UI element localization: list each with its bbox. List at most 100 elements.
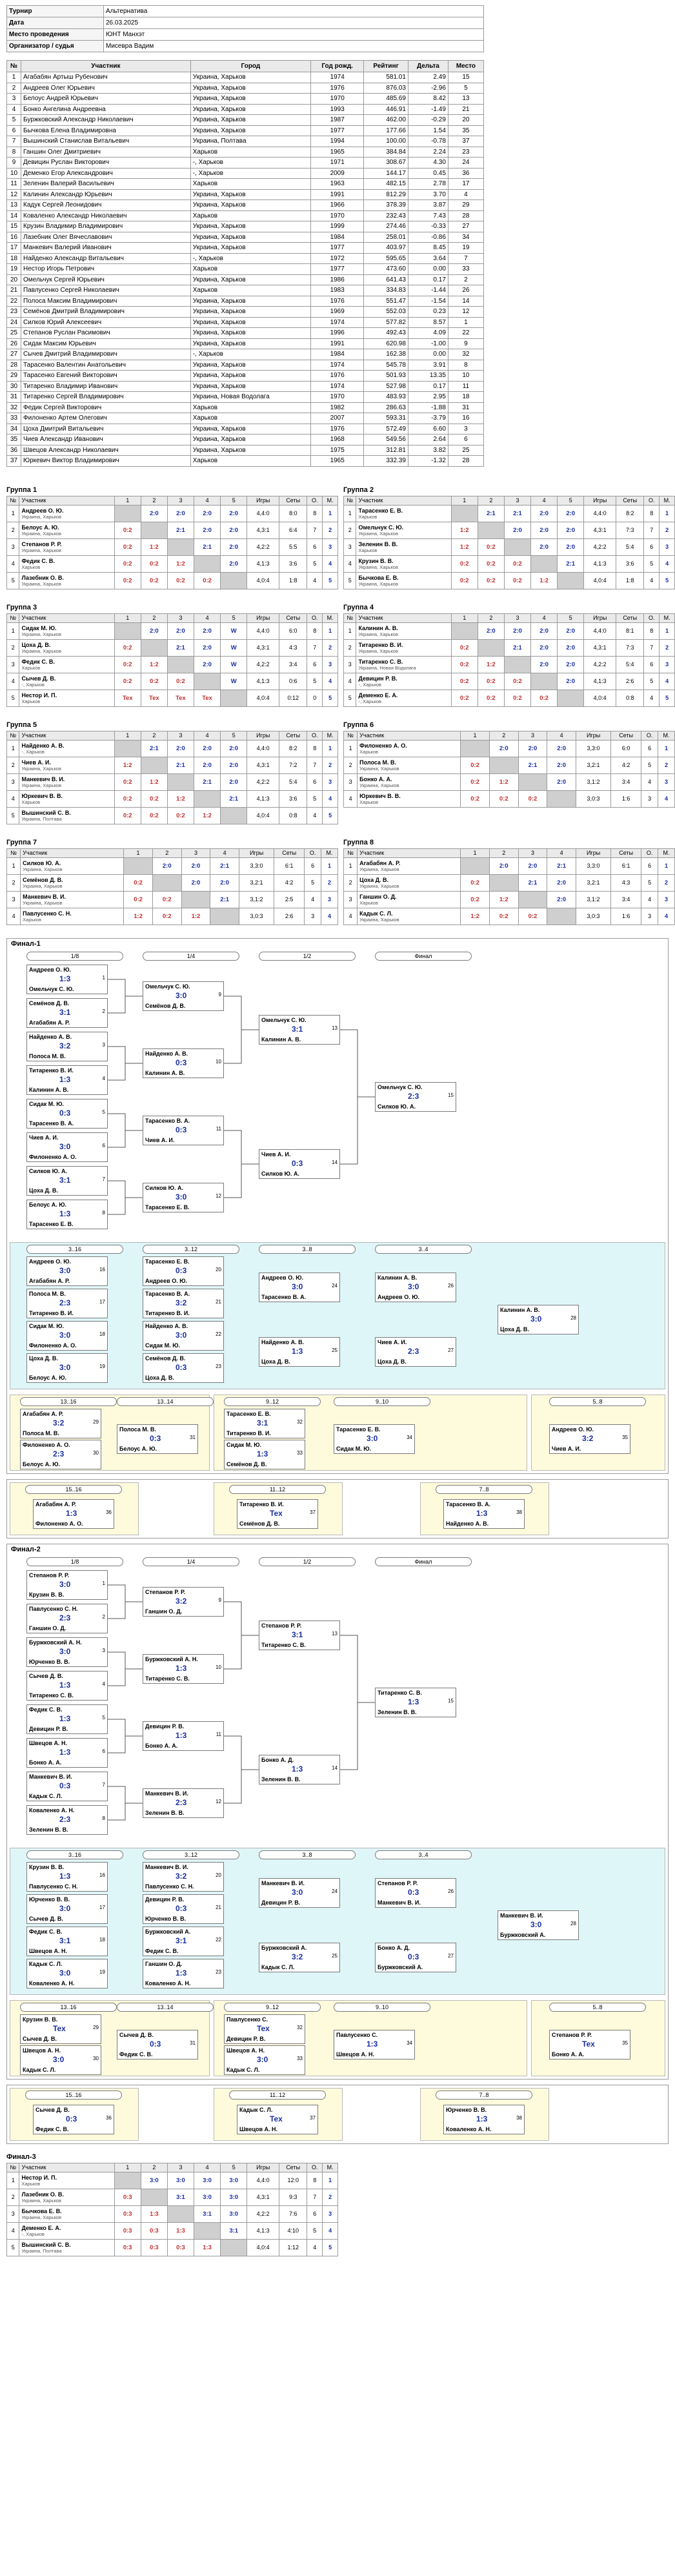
table-cell: -2.96 [407,82,448,94]
match-score: 3:2 [53,1418,65,1427]
table-cell: -1.54 [407,295,448,307]
player-1: Агабабян А. Р. [35,1500,77,1508]
match-result: 2:0 [477,622,505,640]
match-result: 3:0 [220,2188,248,2206]
participant-name: Силков Ю. А. [23,859,61,866]
match-number: 4 [102,1075,105,1081]
match-result: 0:2 [503,571,532,589]
participant-name: Бычкова Е. В. [21,2207,62,2214]
match-result [518,773,548,791]
table-cell: 1 [447,316,485,328]
sets: 6:0 [610,739,642,757]
column-header: Игры [247,2162,280,2172]
match-result: 2:0 [194,655,221,673]
participant-name: Цоха Д. В. [21,641,51,648]
group-title: Группа 7 [6,838,37,846]
table-cell: 3.64 [407,252,448,264]
games: 4,3:1 [583,639,617,657]
participant-name: Титаренко С. В. [358,658,403,665]
match-number: 35 [622,2039,628,2046]
table-cell: Полоса Максим Владимирович [21,295,191,307]
match-result: 1:3 [140,2205,168,2223]
row-number: 3 [343,538,357,556]
participant-city: Украина, Новая Водолага [358,664,416,671]
round-header: 11..12 [229,2090,326,2100]
table-cell: 24 [6,316,21,328]
match-number: 8 [102,1209,105,1216]
match-result: W [220,672,248,690]
table-cell: 22 [447,327,485,339]
match-number: 18 [99,1936,105,1943]
table-cell: 2.24 [407,146,448,158]
column-header: 5 [220,495,248,506]
match-number: 9 [218,1597,221,1603]
column-header: Сеты [279,613,308,623]
place: 3 [322,2205,338,2223]
table-cell: 1.54 [407,125,448,136]
table-cell: 11 [6,178,21,190]
place: 4 [659,672,675,690]
match-result [220,806,248,824]
sets: 7:6 [279,2205,308,2223]
match-number: 17 [99,1904,105,1910]
column-header: 3 [518,730,548,741]
player-2: Бонко А. А. [145,1742,178,1749]
sets: 8:2 [616,504,645,522]
participant-cell: Зеленин В. В.Харьков [356,538,452,556]
table-cell: 577.82 [363,316,408,328]
player-1: Девицин Р. В. [145,1722,185,1730]
table-cell: Омельчук Сергей Юрьевич [21,274,191,285]
place: 2 [658,756,675,774]
table-cell: 1986 [310,274,365,285]
column-header: М. [658,848,675,858]
participant-city: Украина, Харьков [23,883,63,889]
player-2: Крузин В. В. [29,1591,65,1598]
column-header: 2 [489,848,519,858]
match-score: Tex [257,2023,270,2033]
match-result: 0:2 [114,806,141,824]
match-score: 0:3 [59,1781,71,1790]
participant-name: Полоса М. В. [359,759,397,766]
player-2: Сычев Д. В. [23,2035,57,2042]
participant-name: Кадык С. Л. [359,910,393,917]
row-number: 5 [6,806,20,824]
match-result [140,639,168,657]
match-result: 2:0 [557,655,585,673]
match-score: 3:1 [59,1936,71,1945]
match-result [220,2238,248,2256]
player-2: Калинин А. В. [261,1036,301,1043]
sets: 4:2 [610,756,642,774]
sets: 9:3 [279,2188,308,2206]
participant-cell: Манкевич В. И.Украина, Харьков [20,890,125,908]
match-result: 0:3 [114,2188,141,2206]
match-result: 0:2 [114,639,141,657]
player-1: Калинин А. В. [378,1274,418,1281]
participant-name: Бонко А. А. [359,775,392,782]
match-number: 3 [102,1041,105,1048]
table-cell: 501.93 [363,370,408,382]
match-result: 1:2 [123,907,153,925]
table-cell: Украина, Харьков [190,338,312,349]
column-header: Участник [19,495,115,506]
sets: 3:6 [279,790,308,808]
column-header: О. [304,848,322,858]
table-cell: Агабабян Артыш Рубенович [21,72,191,83]
match-number: 32 [297,1418,303,1425]
table-cell: 162.38 [363,349,408,360]
column-header: 2 [140,495,168,506]
match-score: 3:0 [367,1433,378,1443]
